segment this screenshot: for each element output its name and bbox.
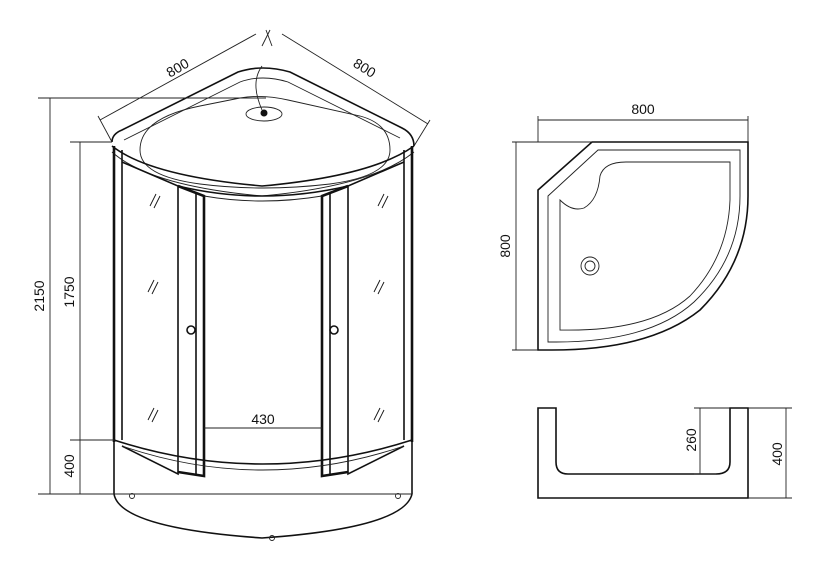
base-foot-right-icon	[395, 493, 401, 499]
tray-side-outline	[537, 407, 749, 499]
tray-top-basin	[559, 161, 731, 331]
dim-total-height-label: 2150	[31, 280, 47, 311]
cabin-left-door-frame	[177, 184, 206, 478]
base-foot-left-icon	[129, 493, 135, 499]
shower-head-nozzle-icon	[260, 109, 268, 117]
right-door-handle-icon	[329, 325, 339, 335]
tray-drain-inner-icon	[584, 260, 596, 272]
cabin-roof-dome	[139, 95, 391, 189]
cabin-roof-outline	[111, 67, 415, 147]
cabin-door-top-rail-inner	[203, 195, 323, 202]
tray-height-label: 400	[769, 442, 785, 466]
tray-side-dim-lines	[694, 407, 792, 499]
shower-head-icon	[245, 106, 283, 122]
tray-top-outline	[537, 141, 749, 351]
tray-top-outline-inner	[547, 149, 741, 343]
glass-reflection-marks	[147, 193, 389, 423]
tray-top-view: 800 800	[497, 101, 749, 351]
cabin-door-top-rail	[177, 185, 349, 197]
dim-top-widths	[97, 29, 431, 147]
cabin-view: 430 800 800 2150 1750 400	[31, 29, 431, 541]
cabin-base-top-edge	[113, 439, 413, 465]
tray-drain-icon	[580, 256, 600, 276]
shower-hose	[255, 65, 263, 111]
dim-glass-height-label: 1750	[61, 276, 77, 307]
base-foot-front-icon	[269, 535, 275, 541]
left-door-handle-icon	[186, 325, 196, 335]
dim-width-right-label: 800	[351, 55, 379, 81]
dim-base-height-label: 400	[61, 454, 77, 478]
cabin-right-glass	[347, 161, 405, 476]
tray-top-dim-lines	[512, 116, 749, 351]
cabin-base-top-edge-inner	[121, 445, 405, 471]
tray-width-label: 800	[631, 101, 655, 117]
cabin-roof-front-rim-lower	[111, 151, 415, 197]
cabin-roof-front-rim	[111, 145, 415, 187]
cabin-right-door-frame	[320, 184, 349, 478]
cabin-roof-inner	[123, 77, 401, 141]
dim-vertical-lines	[38, 97, 266, 495]
tray-depth-label: 800	[497, 234, 513, 258]
tray-side-view: 260 400	[537, 407, 792, 499]
tray-inner-depth-label: 260	[683, 428, 699, 452]
cabin-base-bottom-curve	[113, 493, 413, 539]
cabin-left-glass	[121, 161, 179, 476]
dim-width-left-label: 800	[163, 55, 191, 81]
dim-door-opening-label: 430	[251, 411, 275, 427]
